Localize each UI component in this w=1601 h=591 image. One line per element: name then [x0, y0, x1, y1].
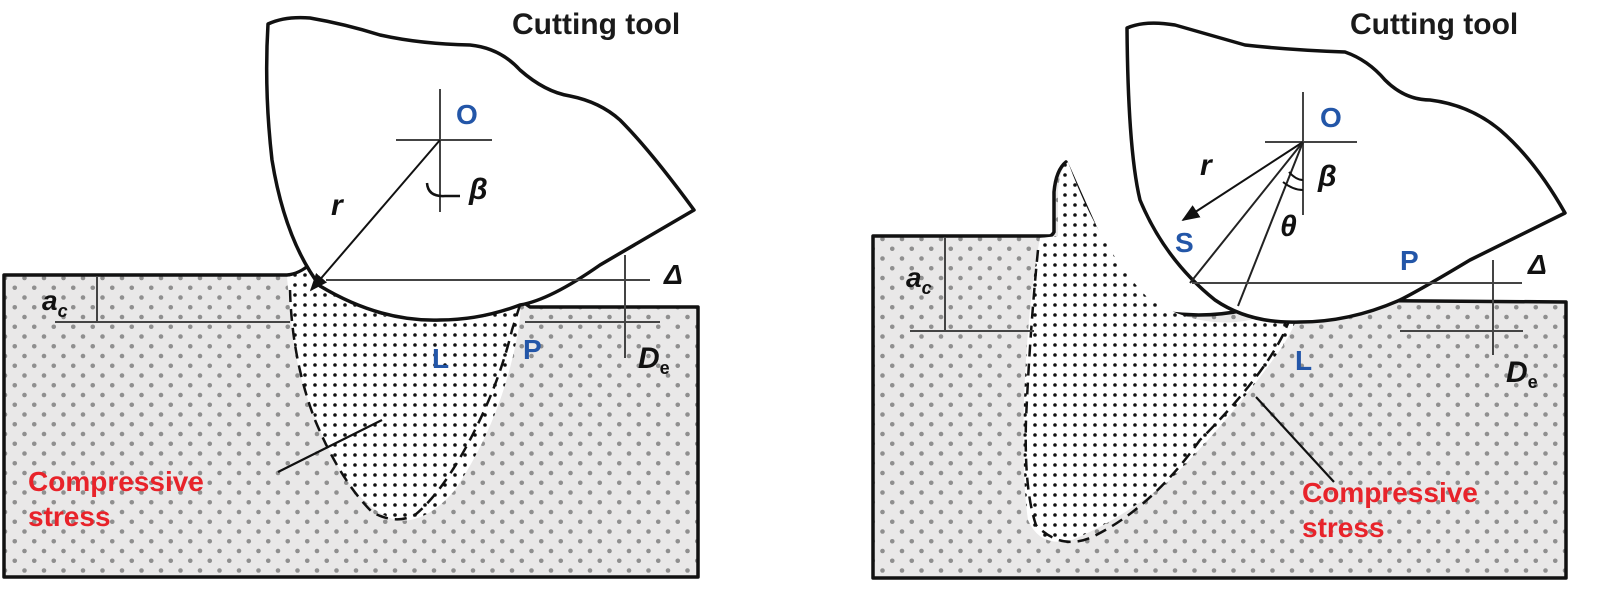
left-label-beta: β — [468, 173, 488, 206]
right-title: Cutting tool — [1350, 8, 1518, 41]
right-label-De: De — [1506, 356, 1538, 392]
right-beta-arc — [1288, 171, 1304, 181]
right-zone-boundary — [1024, 249, 1298, 544]
right-S-line — [1189, 141, 1304, 284]
right-theta-line — [1237, 141, 1304, 307]
right-label-ac: ac — [906, 262, 932, 298]
right-point-L: L — [1295, 345, 1312, 376]
right-label-delta: Δ — [1527, 249, 1547, 280]
left-stress-leader — [277, 419, 383, 473]
left-label-L: L — [432, 343, 449, 374]
left-title: Cutting tool — [512, 8, 680, 41]
left-label-O: O — [456, 99, 478, 130]
left-label-ac: ac — [42, 285, 68, 321]
left-panel: Cutting tool O r β Δ ac De L P Compressi… — [2, 8, 700, 579]
left-label-r: r — [331, 189, 345, 222]
left-cutting-tool — [264, 15, 696, 322]
right-label-S: S — [1175, 227, 1194, 258]
left-label-P: P — [523, 334, 542, 365]
right-cutting-tool — [1125, 21, 1567, 324]
right-label-theta: θ — [1280, 210, 1297, 243]
right-compression-zone — [1023, 162, 1300, 542]
right-label-P: P — [1400, 245, 1419, 276]
right-radius-arrow — [1181, 141, 1304, 221]
left-radius-arrow — [309, 139, 441, 292]
left-stress-label-1: Compressive — [28, 466, 204, 497]
right-theta-arc — [1282, 181, 1304, 191]
left-beta-arc — [425, 182, 460, 198]
right-stress-label-1: Compressive — [1302, 477, 1478, 508]
right-label-r: r — [1200, 149, 1214, 182]
right-label-beta: β — [1317, 160, 1337, 193]
left-label-De: De — [638, 342, 670, 378]
left-stress-label-2: stress — [28, 501, 111, 532]
right-label-O: O — [1320, 102, 1342, 133]
right-panel: Cutting tool O r β θ S P Δ ac De L Compr… — [871, 8, 1568, 580]
right-stress-leader — [1255, 396, 1335, 483]
left-label-delta: Δ — [663, 259, 683, 290]
right-stress-label-2: stress — [1302, 512, 1385, 543]
